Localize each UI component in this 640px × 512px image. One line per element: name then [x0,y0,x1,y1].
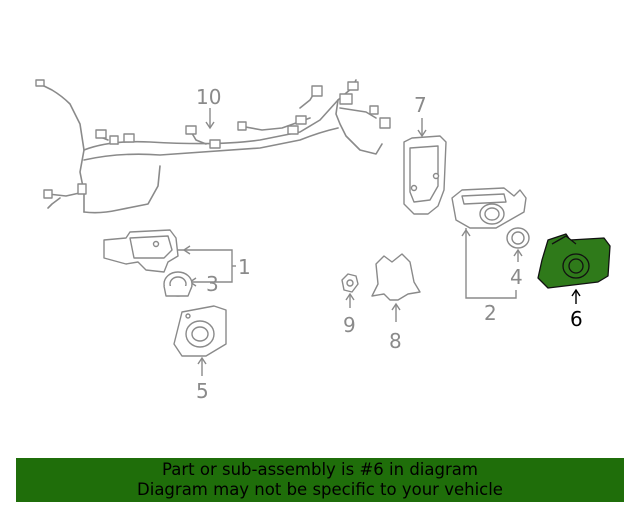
callout-7: 7 [414,93,427,117]
part-10-wiring-harness[interactable] [35,79,391,214]
part-9-clip[interactable] [341,273,359,308]
callout-2: 2 [484,301,497,325]
part-6-highlighted[interactable] [537,233,611,304]
part-2-sensor[interactable] [451,187,527,299]
callout-3: 3 [206,272,219,296]
callout-5: 5 [196,379,209,403]
banner-line-2: Diagram may not be specific to your vehi… [137,480,503,499]
part-1-sensor-assembly[interactable] [103,229,236,287]
callout-10: 10 [196,85,221,109]
part-7-bracket[interactable] [403,118,447,215]
callout-9: 9 [343,313,356,337]
callout-6: 6 [570,307,583,331]
info-banner: Part or sub-assembly is #6 in diagram Di… [16,458,624,502]
callout-4: 4 [510,265,523,289]
part-8-mount[interactable] [371,253,421,322]
callout-1: 1 [238,255,251,279]
banner-line-1: Part or sub-assembly is #6 in diagram [162,460,478,479]
part-5-bezel[interactable] [173,305,227,376]
part-3-retainer[interactable] [163,271,193,297]
callout-8: 8 [389,329,402,353]
part-4-grommet[interactable] [506,227,530,262]
